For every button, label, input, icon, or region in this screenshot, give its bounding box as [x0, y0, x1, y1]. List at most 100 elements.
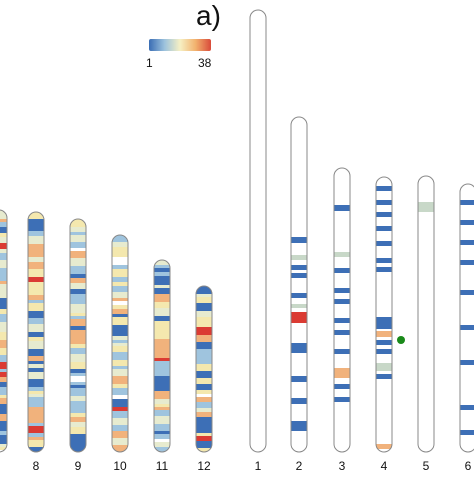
- band: [376, 317, 392, 329]
- chromosome-8: [27, 211, 45, 453]
- band: [291, 255, 307, 260]
- band: [112, 445, 128, 452]
- band: [112, 425, 128, 431]
- band: [154, 268, 170, 272]
- band: [196, 412, 212, 417]
- band: [0, 369, 7, 372]
- chromosome-background: [376, 177, 392, 452]
- band: [196, 433, 212, 436]
- band: [0, 444, 7, 447]
- band: [196, 417, 212, 425]
- band: [460, 290, 474, 295]
- band: [70, 298, 86, 304]
- chromosome-label-1: 1: [255, 459, 262, 473]
- band: [112, 265, 128, 269]
- band: [112, 346, 128, 352]
- chromosome-background: [418, 176, 434, 452]
- band: [70, 376, 86, 382]
- band: [154, 442, 170, 447]
- band: [70, 227, 86, 232]
- band: [291, 376, 307, 382]
- band: [196, 297, 212, 303]
- band: [28, 426, 44, 433]
- band: [70, 326, 86, 330]
- band: [154, 416, 170, 424]
- band: [70, 242, 86, 248]
- band: [196, 286, 212, 294]
- band: [154, 439, 170, 442]
- band: [334, 397, 350, 402]
- band: [376, 340, 392, 345]
- chromosome-9-bands: [70, 219, 86, 452]
- band: [0, 404, 7, 411]
- band: [376, 363, 392, 371]
- band: [196, 335, 212, 342]
- band: [112, 277, 128, 282]
- band: [0, 215, 7, 219]
- band: [196, 317, 212, 324]
- band: [196, 448, 212, 452]
- band: [112, 328, 128, 336]
- chromosome-label-12: 12: [197, 459, 211, 473]
- band: [0, 227, 7, 233]
- band: [112, 388, 128, 395]
- band: [0, 438, 7, 444]
- band: [0, 435, 7, 438]
- band: [112, 282, 128, 286]
- band: [154, 281, 170, 285]
- chromosome-1-bands: [250, 10, 266, 452]
- chromosome-background: [334, 168, 350, 452]
- band: [376, 258, 392, 263]
- band: [0, 210, 7, 215]
- band: [0, 243, 7, 246]
- band: [196, 327, 212, 335]
- band: [196, 324, 212, 327]
- chromosome-6: [459, 183, 474, 453]
- chromosome-label-3: 3: [339, 459, 346, 473]
- band: [112, 395, 128, 399]
- band: [70, 235, 86, 242]
- band: [28, 282, 44, 288]
- marker-dot: [397, 336, 405, 344]
- band: [70, 319, 86, 326]
- band: [112, 418, 128, 425]
- band: [154, 334, 170, 339]
- band: [291, 293, 307, 298]
- band: [28, 244, 44, 247]
- band: [28, 324, 44, 332]
- band: [0, 260, 7, 268]
- band: [28, 332, 44, 337]
- chromosome-5: [417, 175, 435, 453]
- band: [154, 308, 170, 316]
- band: [70, 266, 86, 274]
- band: [112, 343, 128, 346]
- band: [0, 377, 7, 382]
- chromosome-4: [375, 176, 393, 453]
- band: [291, 421, 307, 431]
- band: [0, 249, 7, 253]
- band: [28, 311, 44, 318]
- band: [28, 318, 44, 324]
- band: [196, 378, 212, 384]
- band: [0, 362, 7, 369]
- band: [0, 219, 7, 222]
- chromosome-9: [69, 218, 87, 453]
- band: [112, 298, 128, 301]
- band: [112, 360, 128, 366]
- band: [28, 407, 44, 415]
- band: [28, 356, 44, 361]
- chromosome-8-bands: [28, 212, 44, 452]
- band: [70, 385, 86, 388]
- band: [70, 251, 86, 258]
- band: [334, 318, 350, 323]
- panel-label: a): [196, 0, 221, 31]
- chromosome-11: [153, 259, 171, 453]
- band: [196, 349, 212, 355]
- band: [70, 396, 86, 401]
- band: [0, 322, 7, 327]
- band: [70, 232, 86, 235]
- legend-min-label: 1: [146, 56, 153, 70]
- band: [70, 391, 86, 396]
- band: [154, 399, 170, 404]
